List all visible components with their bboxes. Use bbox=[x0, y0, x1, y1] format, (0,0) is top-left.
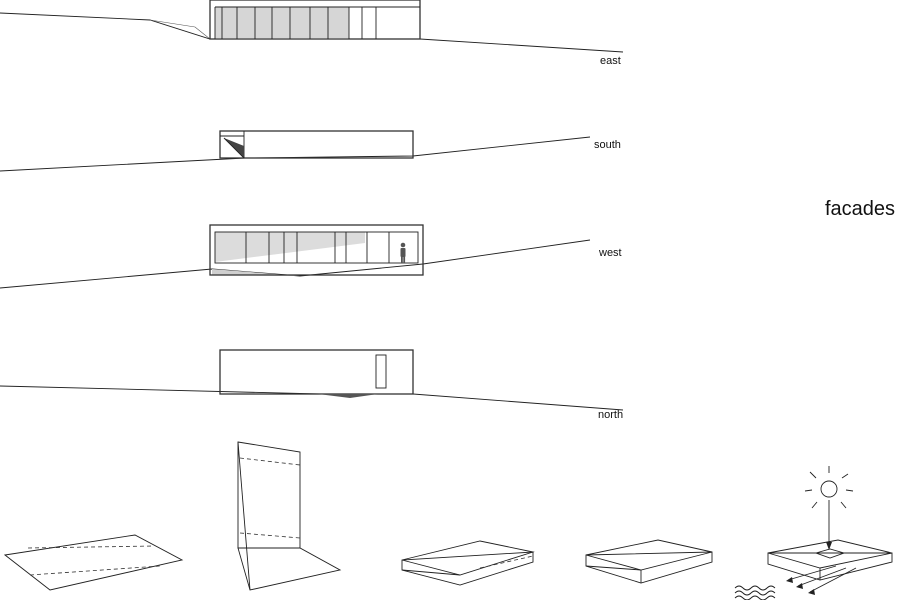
north-window bbox=[375, 354, 387, 389]
concept-step-2-folded-plane bbox=[237, 441, 342, 591]
west-elevation: west bbox=[0, 224, 622, 289]
sunlight-arrow-icon bbox=[826, 500, 832, 550]
west-window-mullions bbox=[245, 232, 390, 263]
skylight-opening bbox=[814, 548, 846, 559]
concept-step-1-flat-plane bbox=[3, 534, 184, 591]
north-elevation: north bbox=[0, 349, 624, 421]
east-window-mullions bbox=[221, 7, 377, 39]
sheet-title: facades bbox=[825, 198, 895, 220]
south-ground-line bbox=[0, 136, 591, 172]
concept-step-5-solar-box bbox=[734, 466, 893, 600]
sun-icon bbox=[804, 466, 854, 509]
water-waves-icon bbox=[734, 585, 776, 600]
north-building-volume bbox=[219, 349, 414, 395]
concept-step-3-partial-box bbox=[401, 540, 535, 586]
south-elevation: south bbox=[0, 130, 621, 172]
east-elevation: east bbox=[0, 0, 624, 67]
south-building-volume bbox=[219, 130, 414, 159]
east-label: east bbox=[600, 55, 621, 67]
west-glazing bbox=[214, 231, 419, 264]
person-silhouette-icon bbox=[400, 242, 406, 263]
east-building-volume bbox=[209, 0, 421, 40]
ventilation-arrows-icon bbox=[786, 565, 857, 595]
north-ground-line bbox=[0, 385, 624, 411]
south-label: south bbox=[594, 139, 621, 151]
north-label: north bbox=[598, 409, 623, 421]
concept-step-4-closed-box bbox=[585, 539, 713, 584]
west-label: west bbox=[598, 247, 622, 259]
west-building-volume bbox=[209, 224, 424, 276]
